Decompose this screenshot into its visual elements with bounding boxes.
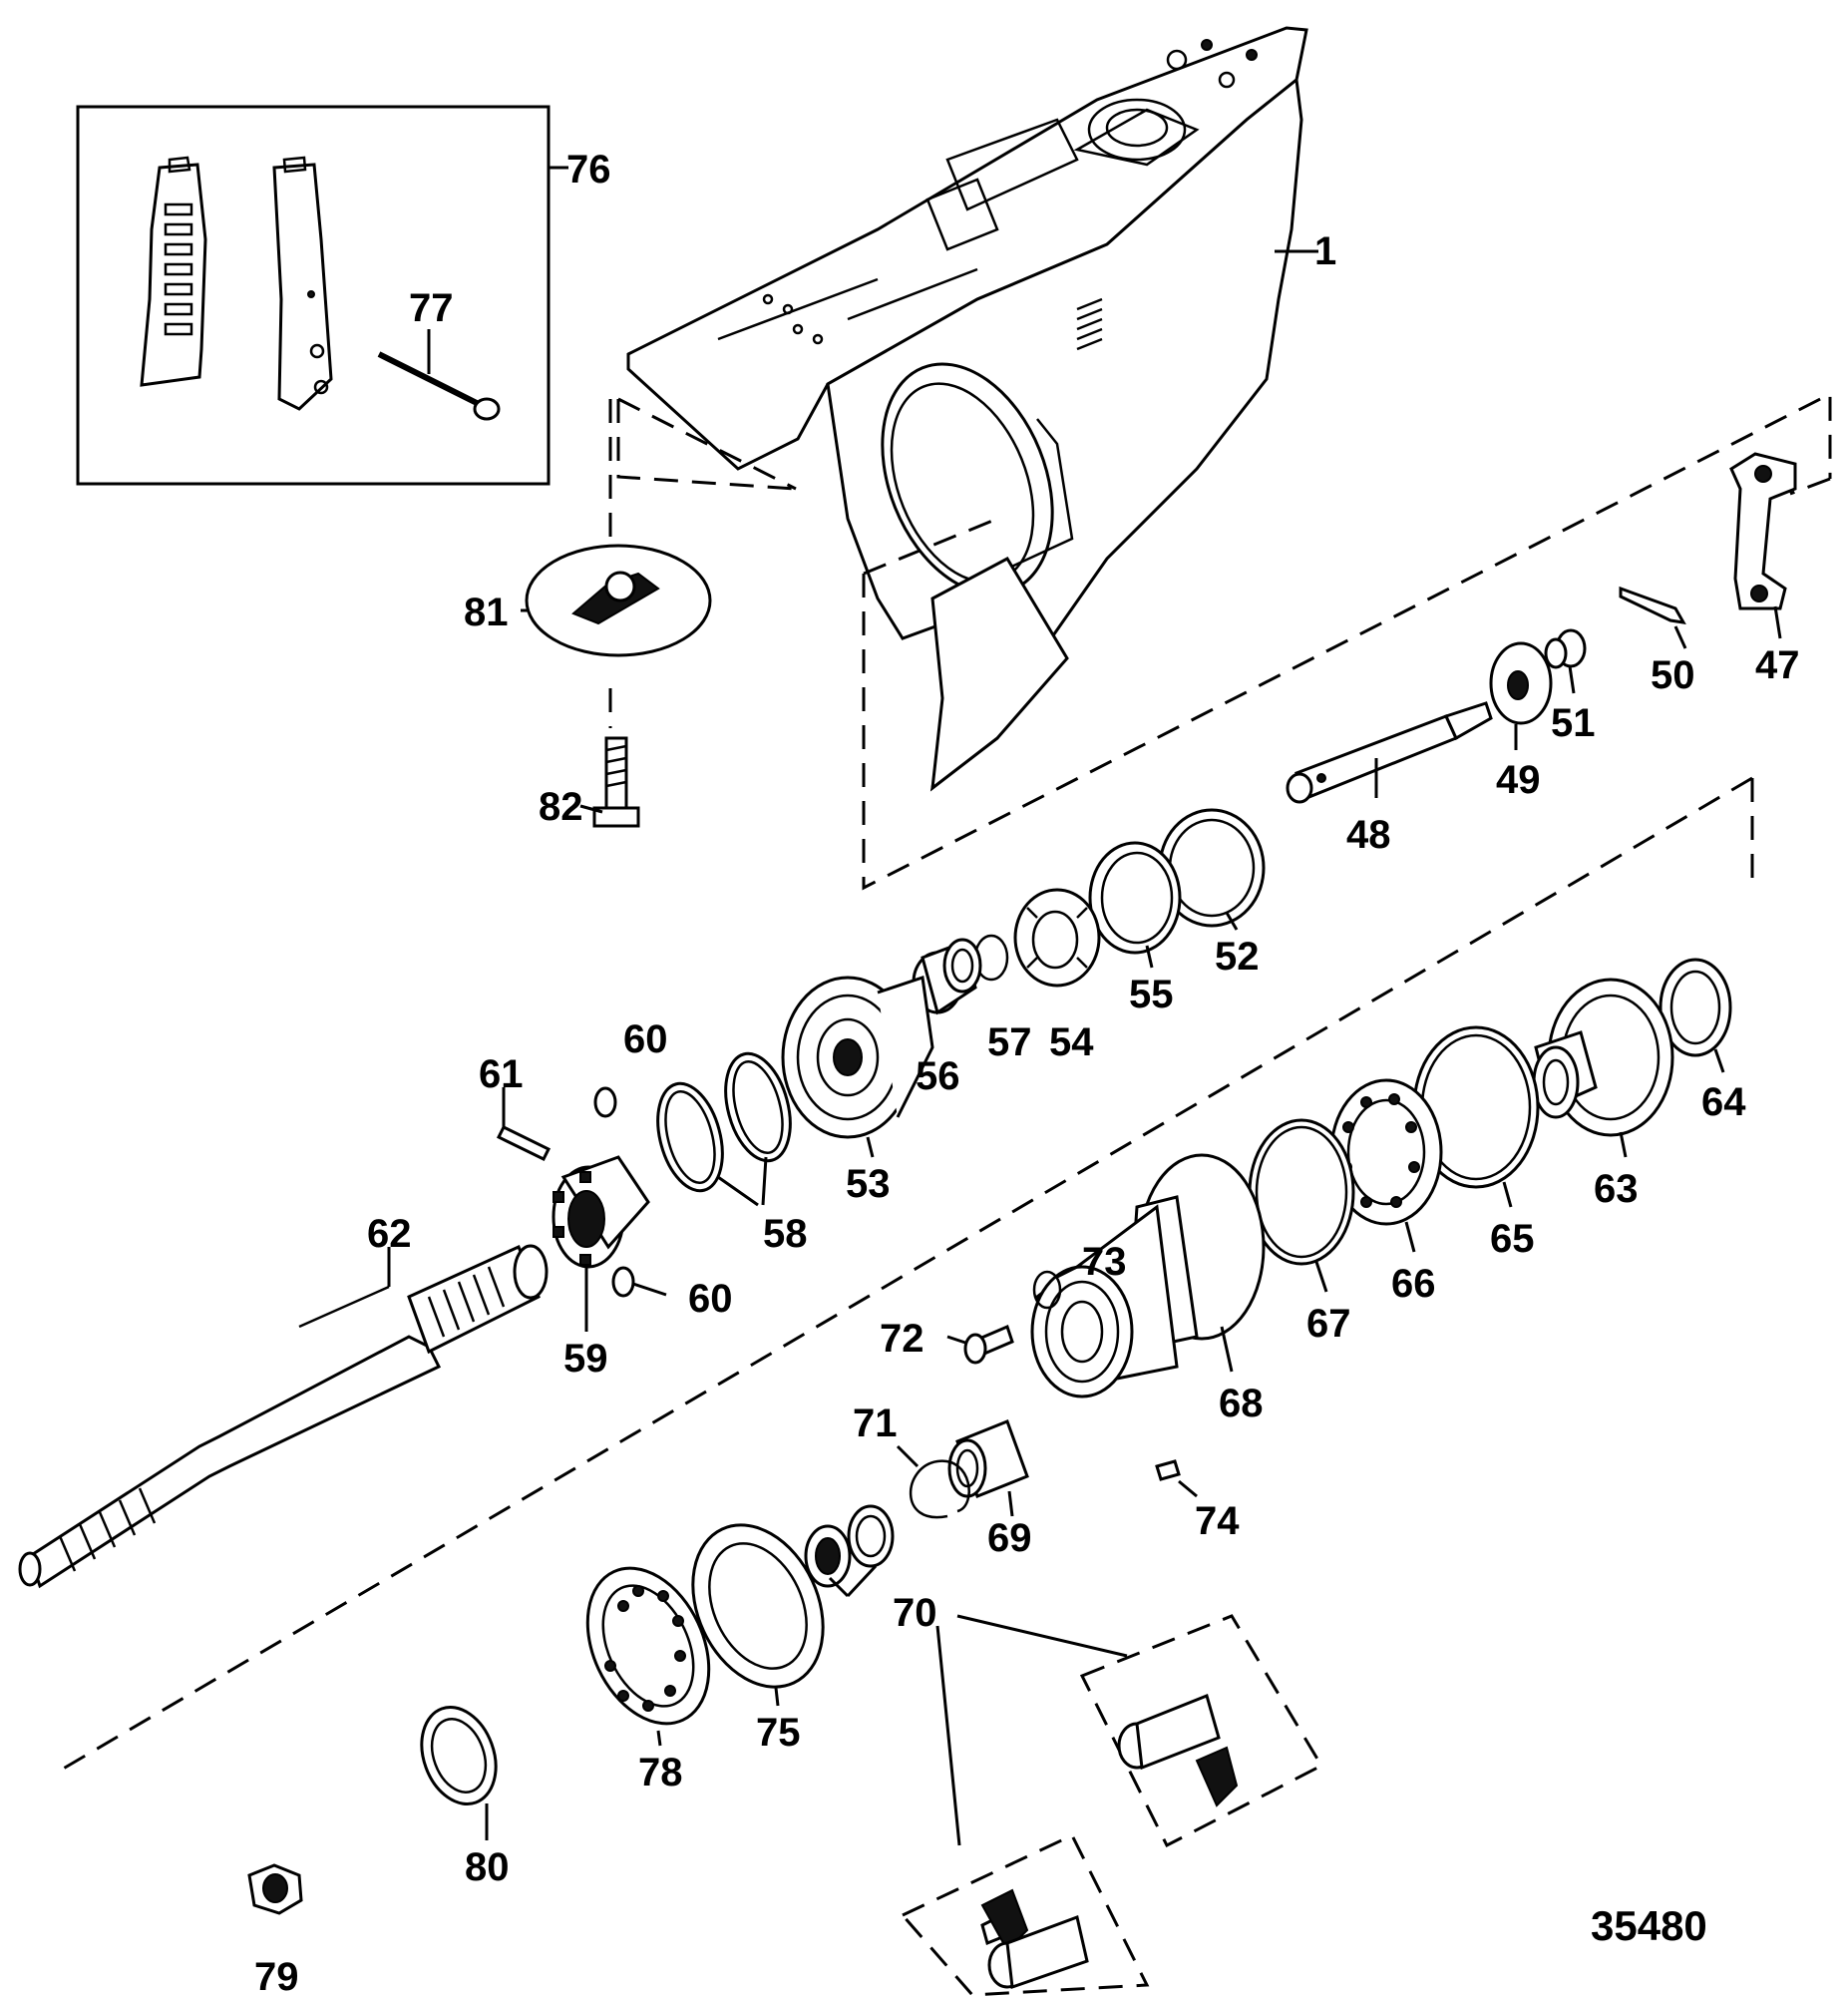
phantom-lines xyxy=(59,391,1832,1773)
callout-50: 50 xyxy=(1651,653,1695,697)
screw-72 xyxy=(946,1324,1014,1365)
callout-48: 48 xyxy=(1346,813,1391,857)
shift-shaft-48 xyxy=(1286,701,1493,804)
detent-pin-60-lower xyxy=(611,1266,667,1298)
gear-housing-1 xyxy=(626,26,1318,792)
figure-number: 35480 xyxy=(1591,1902,1707,1949)
callout-72: 72 xyxy=(880,1317,924,1361)
bracket-47 xyxy=(1729,452,1797,639)
bearing-race-55 xyxy=(1088,841,1182,969)
callout-52: 52 xyxy=(1215,935,1260,979)
callout-61: 61 xyxy=(479,1052,524,1096)
callout-74: 74 xyxy=(1195,1499,1240,1543)
callout-53: 53 xyxy=(846,1162,891,1206)
cotter-pin-50 xyxy=(1619,586,1687,649)
callout-69: 69 xyxy=(987,1516,1032,1560)
callout-81: 81 xyxy=(464,591,509,634)
callout-51: 51 xyxy=(1551,701,1596,745)
callout-57: 57 xyxy=(987,1020,1032,1064)
callout-63: 63 xyxy=(1594,1167,1639,1211)
tab-washer-75 xyxy=(691,1523,825,1707)
callout-70: 70 xyxy=(893,1591,937,1635)
reverse-gear-63 xyxy=(1532,978,1674,1158)
clutch-59 xyxy=(552,1155,650,1332)
bearing-78 xyxy=(585,1566,711,1747)
callout-49: 49 xyxy=(1496,758,1541,802)
pin-61 xyxy=(496,1087,552,1162)
callout-71: 71 xyxy=(853,1401,898,1445)
seal-64 xyxy=(1659,958,1732,1073)
callout-77: 77 xyxy=(409,286,454,330)
callout-56: 56 xyxy=(916,1054,960,1098)
callout-66: 66 xyxy=(1391,1262,1436,1306)
callout-60-lower: 60 xyxy=(688,1277,733,1321)
callout-80: 80 xyxy=(465,1845,510,1889)
spring-rings-58 xyxy=(656,1051,792,1207)
callout-82: 82 xyxy=(539,785,583,829)
forward-gear-53 xyxy=(781,976,934,1158)
callout-79: 79 xyxy=(254,1955,299,1997)
callout-67: 67 xyxy=(1306,1302,1351,1346)
shift-cam-49 xyxy=(1489,641,1553,750)
retaining-ring-71 xyxy=(896,1444,970,1519)
nut-79 xyxy=(247,1863,303,1915)
callout-68: 68 xyxy=(1219,1382,1264,1425)
tab-washer-80 xyxy=(420,1706,498,1840)
detent-pin-60-upper xyxy=(593,1086,617,1118)
tapered-bearing-54 xyxy=(1013,888,1101,988)
callout-60-upper: 60 xyxy=(623,1017,668,1061)
callout-54: 54 xyxy=(1049,1020,1094,1064)
callout-76: 76 xyxy=(566,148,611,192)
key-74 xyxy=(1155,1459,1198,1498)
seal-set-70 xyxy=(804,1504,895,1598)
callout-47: 47 xyxy=(1755,643,1800,687)
detail-box-70-left xyxy=(900,1625,1150,1997)
callout-labels: 1 47 48 49 50 51 52 53 54 55 56 57 58 59… xyxy=(254,148,1800,1997)
needle-bearing-69 xyxy=(947,1419,1029,1517)
anode-plate-81 xyxy=(521,544,712,657)
o-ring-67 xyxy=(1248,1118,1355,1293)
callout-75: 75 xyxy=(756,1711,801,1755)
callout-1: 1 xyxy=(1314,229,1336,273)
callout-58: 58 xyxy=(763,1212,808,1256)
callout-59: 59 xyxy=(563,1337,608,1381)
propeller-shaft-62 xyxy=(18,1244,549,1589)
callout-78: 78 xyxy=(638,1751,683,1795)
callout-62: 62 xyxy=(367,1212,412,1256)
callout-64: 64 xyxy=(1701,1080,1746,1124)
callout-73: 73 xyxy=(1082,1240,1127,1284)
callout-65: 65 xyxy=(1490,1217,1535,1261)
bolt-82 xyxy=(579,736,640,828)
bearing-carrier-68 xyxy=(1030,1153,1266,1398)
bushing-51 xyxy=(1544,628,1587,694)
inset-box-76 xyxy=(76,105,568,486)
callout-55: 55 xyxy=(1129,973,1174,1016)
o-ring-73 xyxy=(1032,1265,1078,1310)
detail-box-70-right xyxy=(956,1614,1324,1848)
